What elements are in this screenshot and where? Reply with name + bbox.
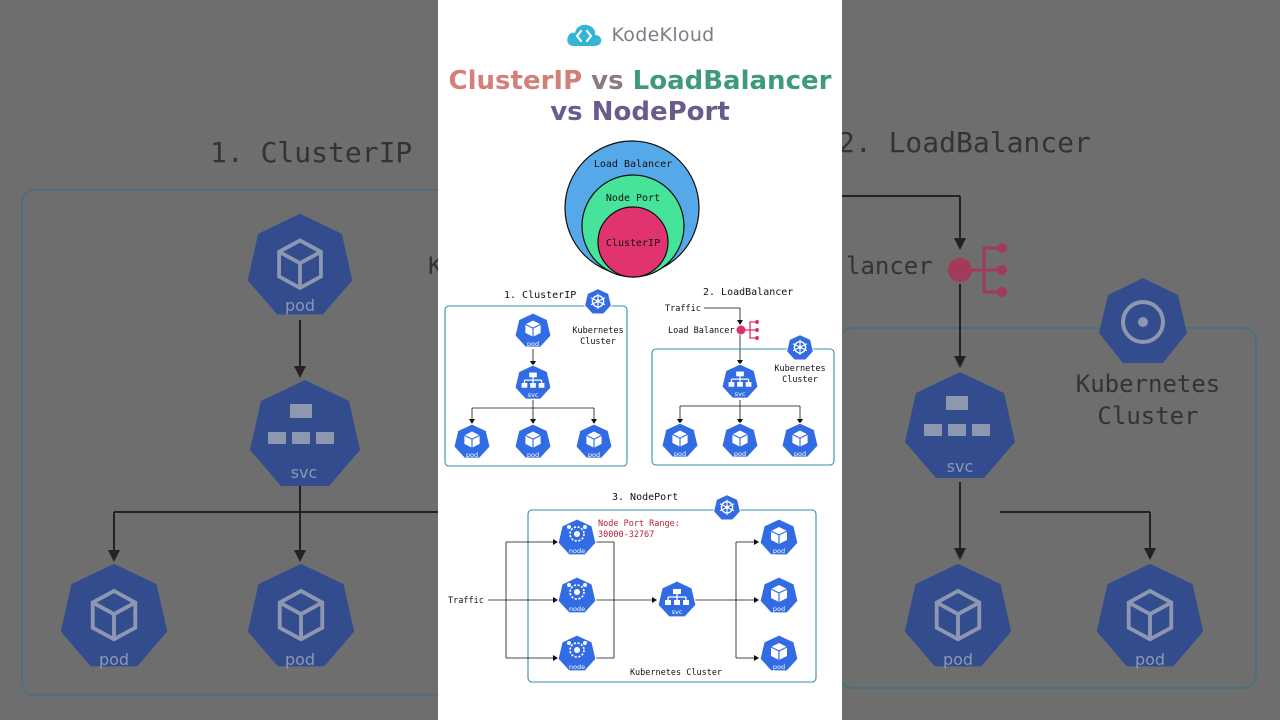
bg-pod-label: pod [99,650,129,669]
load-balancer-icon [736,320,759,340]
bg-lb-partial: lancer [846,252,933,280]
kubernetes-cluster-box [444,305,628,467]
pod-label: pod [794,450,806,458]
pod-label: pod [527,451,539,459]
venn-clusterip [597,206,669,278]
pod-label: pod [773,663,785,671]
title-vs: vs [550,97,592,127]
bg-svc-icon [905,372,1015,478]
bg-svc-label: svc [947,457,974,476]
brand-name: KodeKloud [611,24,715,46]
bg-heading-right: 2. LoadBalancer [838,126,1091,159]
venn-label-node-port: Node Port [606,193,660,204]
pod-label: pod [734,450,746,458]
bg-load-balancer-icon [948,243,1007,297]
kubernetes-cluster-box [527,509,817,683]
bg-pod-label: pod [285,650,315,669]
venn-diagram: Load Balancer Node Port ClusterIP [564,140,700,278]
traffic-label: Traffic [448,596,484,606]
pod-label: pod [773,605,785,613]
loadbalancer-diagram: 2. LoadBalancer Traffic Load Balancer Ku… [651,287,835,466]
kubernetes-icon [713,494,741,521]
clusterip-diagram: 1. ClusterIP Kubernetes Cluster pod svc … [444,288,628,467]
bg-cluster: Cluster [1097,402,1198,430]
load-balancer-label: Load Balancer [668,326,735,336]
kubernetes-icon [786,334,814,361]
svc-label: svc [735,390,746,398]
clusterip-heading: 1. ClusterIP [504,290,576,301]
node-port-range-label: Node Port Range: [598,519,680,529]
kubernetes-cluster-label: Cluster [782,375,818,385]
pod-label: pod [466,451,478,459]
title-loadbalancer: LoadBalancer [632,66,832,96]
node-port-range-value: 30000-32767 [598,530,654,540]
page-title: ClusterIP vs LoadBalancer vs NodePort [438,66,842,128]
bg-pod-label: pod [943,650,973,669]
venn-label-load-balancer: Load Balancer [594,159,672,170]
bg-kubernetes-icon [1099,278,1187,363]
title-line-2: vs NodePort [438,97,842,128]
kubernetes-cluster-label: Kubernetes [572,326,623,336]
pod-label: pod [588,451,600,459]
bg-heading-left: 1. ClusterIP [210,136,412,169]
nodeport-heading: 3. NodePort [612,492,678,503]
svc-label: svc [528,391,539,399]
pod-label: pod [773,547,785,555]
title-line-1: ClusterIP vs LoadBalancer [438,66,842,97]
title-clusterip: ClusterIP [448,66,583,96]
pod-label: pod [674,450,686,458]
kubernetes-icon [584,288,612,315]
bg-pod-label: pod [1135,650,1165,669]
venn-label-clusterip: ClusterIP [606,238,660,249]
bg-kubernetes: Kubernetes [1076,370,1221,398]
bg-svc-label: svc [291,463,318,482]
kubernetes-cluster-box [651,348,835,466]
kubernetes-cluster-label: Kubernetes [774,364,825,374]
title-vs: vs [582,66,633,96]
svc-label: svc [672,608,683,616]
kubernetes-cluster-label: Cluster [580,337,616,347]
kubernetes-cluster-label: Kubernetes Cluster [630,668,722,678]
node-label: node [569,547,585,555]
diagram-panel: KodeKloud ClusterIP vs LoadBalancer vs N… [438,0,842,720]
traffic-label: Traffic [665,304,701,314]
title-nodeport: NodePort [591,97,730,127]
node-label: node [569,605,585,613]
loadbalancer-heading: 2. LoadBalancer [703,287,793,298]
bg-pod-label: pod [285,296,315,315]
diagram-canvas: Load Balancer Node Port ClusterIP 1. Clu… [444,140,835,683]
node-label: node [569,663,585,671]
pod-label: pod [527,340,539,348]
nodeport-diagram: 3. NodePort Node Port Range: 30000-32767… [448,492,817,683]
brand-logo: KodeKloud [438,22,842,48]
bg-svc-icon [250,380,360,486]
kodekloud-cloud-icon [567,24,602,46]
